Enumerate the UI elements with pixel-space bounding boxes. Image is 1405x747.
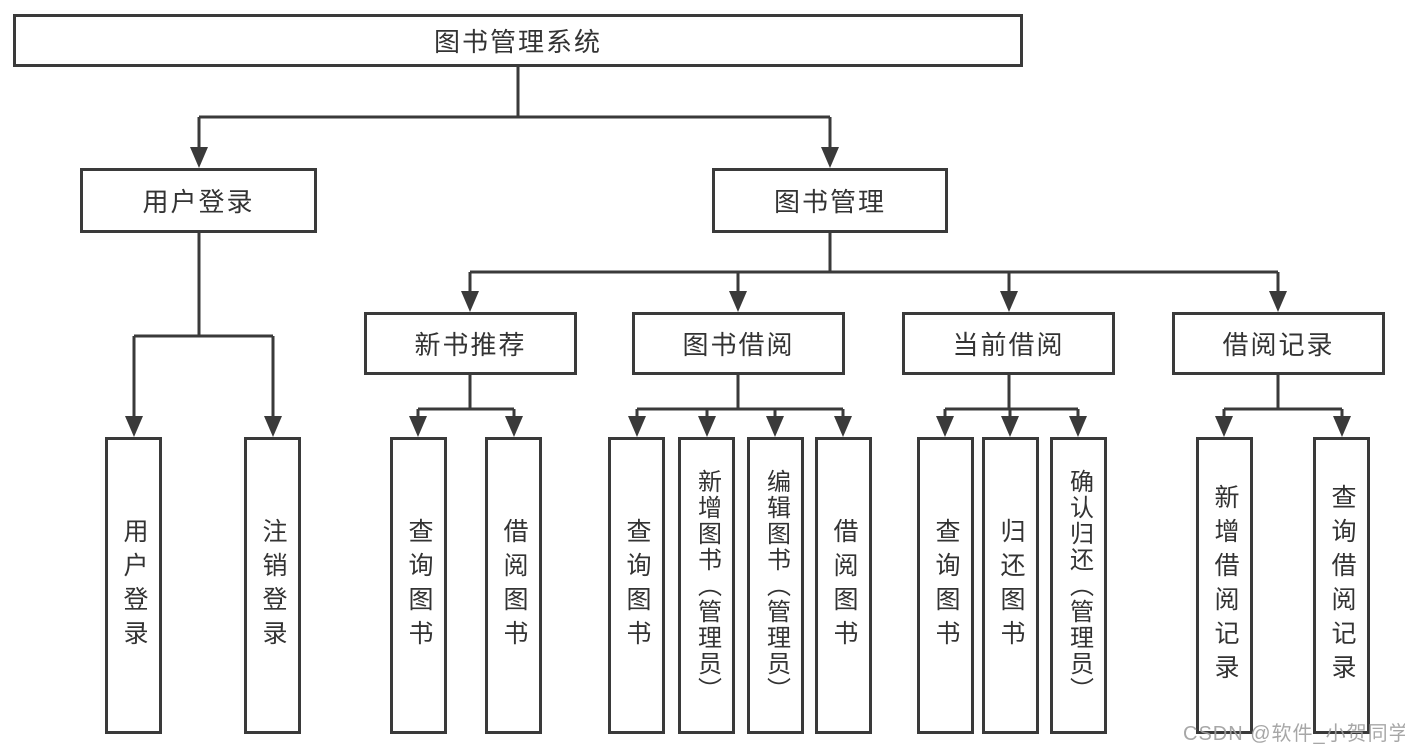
leaf-add-borrow-record: 新增借阅记录 xyxy=(1196,437,1253,734)
node-book-management: 图书管理 xyxy=(712,168,948,233)
leaf-query-books: 查询图书 xyxy=(608,437,665,734)
leaf-borrow-books-recommend: 借阅图书 xyxy=(485,437,542,734)
leaf-borrow-books: 借阅图书 xyxy=(815,437,872,734)
leaf-user-login-label: 用户登录 xyxy=(120,517,148,654)
leaf-add-books-admin-label: 新增图书（管理员） xyxy=(693,468,721,703)
node-book-borrowing: 图书借阅 xyxy=(632,312,845,375)
leaf-add-books-admin: 新增图书（管理员） xyxy=(678,437,735,734)
arrowhead-down-icons xyxy=(125,147,1351,437)
node-user-login: 用户登录 xyxy=(80,168,317,233)
leaf-logout: 注销登录 xyxy=(244,437,301,734)
node-new-book-recommend-label: 新书推荐 xyxy=(414,330,527,360)
leaf-edit-books-admin: 编辑图书（管理员） xyxy=(747,437,804,734)
node-book-management-label: 图书管理 xyxy=(773,187,886,217)
leaf-query-books-label: 查询图书 xyxy=(623,517,651,654)
leaf-add-borrow-record-label: 新增借阅记录 xyxy=(1211,483,1239,688)
node-library-system-label: 图书管理系统 xyxy=(433,27,602,57)
leaf-query-borrow-record-label: 查询借阅记录 xyxy=(1328,483,1356,688)
node-current-borrowing-label: 当前借阅 xyxy=(952,330,1065,360)
leaf-return-books-label: 归还图书 xyxy=(997,517,1025,654)
leaf-edit-books-admin-label: 编辑图书（管理员） xyxy=(762,468,790,703)
elbow-connectors xyxy=(132,67,1344,419)
node-current-borrowing: 当前借阅 xyxy=(902,312,1115,375)
leaf-query-books-recommend: 查询图书 xyxy=(390,437,447,734)
leaf-confirm-return-admin: 确认归还（管理员） xyxy=(1050,437,1107,734)
leaf-logout-label: 注销登录 xyxy=(259,517,287,654)
leaf-confirm-return-admin-label: 确认归还（管理员） xyxy=(1065,468,1093,703)
node-library-system: 图书管理系统 xyxy=(13,14,1023,67)
node-user-login-label: 用户登录 xyxy=(142,187,255,217)
leaf-query-current-books-label: 查询图书 xyxy=(932,517,960,654)
csdn-watermark: CSDN @软件_小贺同学 xyxy=(1183,723,1405,745)
node-borrowing-records: 借阅记录 xyxy=(1172,312,1385,375)
leaf-query-current-books: 查询图书 xyxy=(917,437,974,734)
node-book-borrowing-label: 图书借阅 xyxy=(682,330,795,360)
leaf-user-login: 用户登录 xyxy=(105,437,162,734)
leaf-query-books-recommend-label: 查询图书 xyxy=(405,517,433,654)
node-borrowing-records-label: 借阅记录 xyxy=(1222,330,1335,360)
leaf-borrow-books-recommend-label: 借阅图书 xyxy=(500,517,528,654)
leaf-borrow-books-label: 借阅图书 xyxy=(830,517,858,654)
node-new-book-recommend: 新书推荐 xyxy=(364,312,577,375)
leaf-return-books: 归还图书 xyxy=(982,437,1039,734)
leaf-query-borrow-record: 查询借阅记录 xyxy=(1313,437,1370,734)
